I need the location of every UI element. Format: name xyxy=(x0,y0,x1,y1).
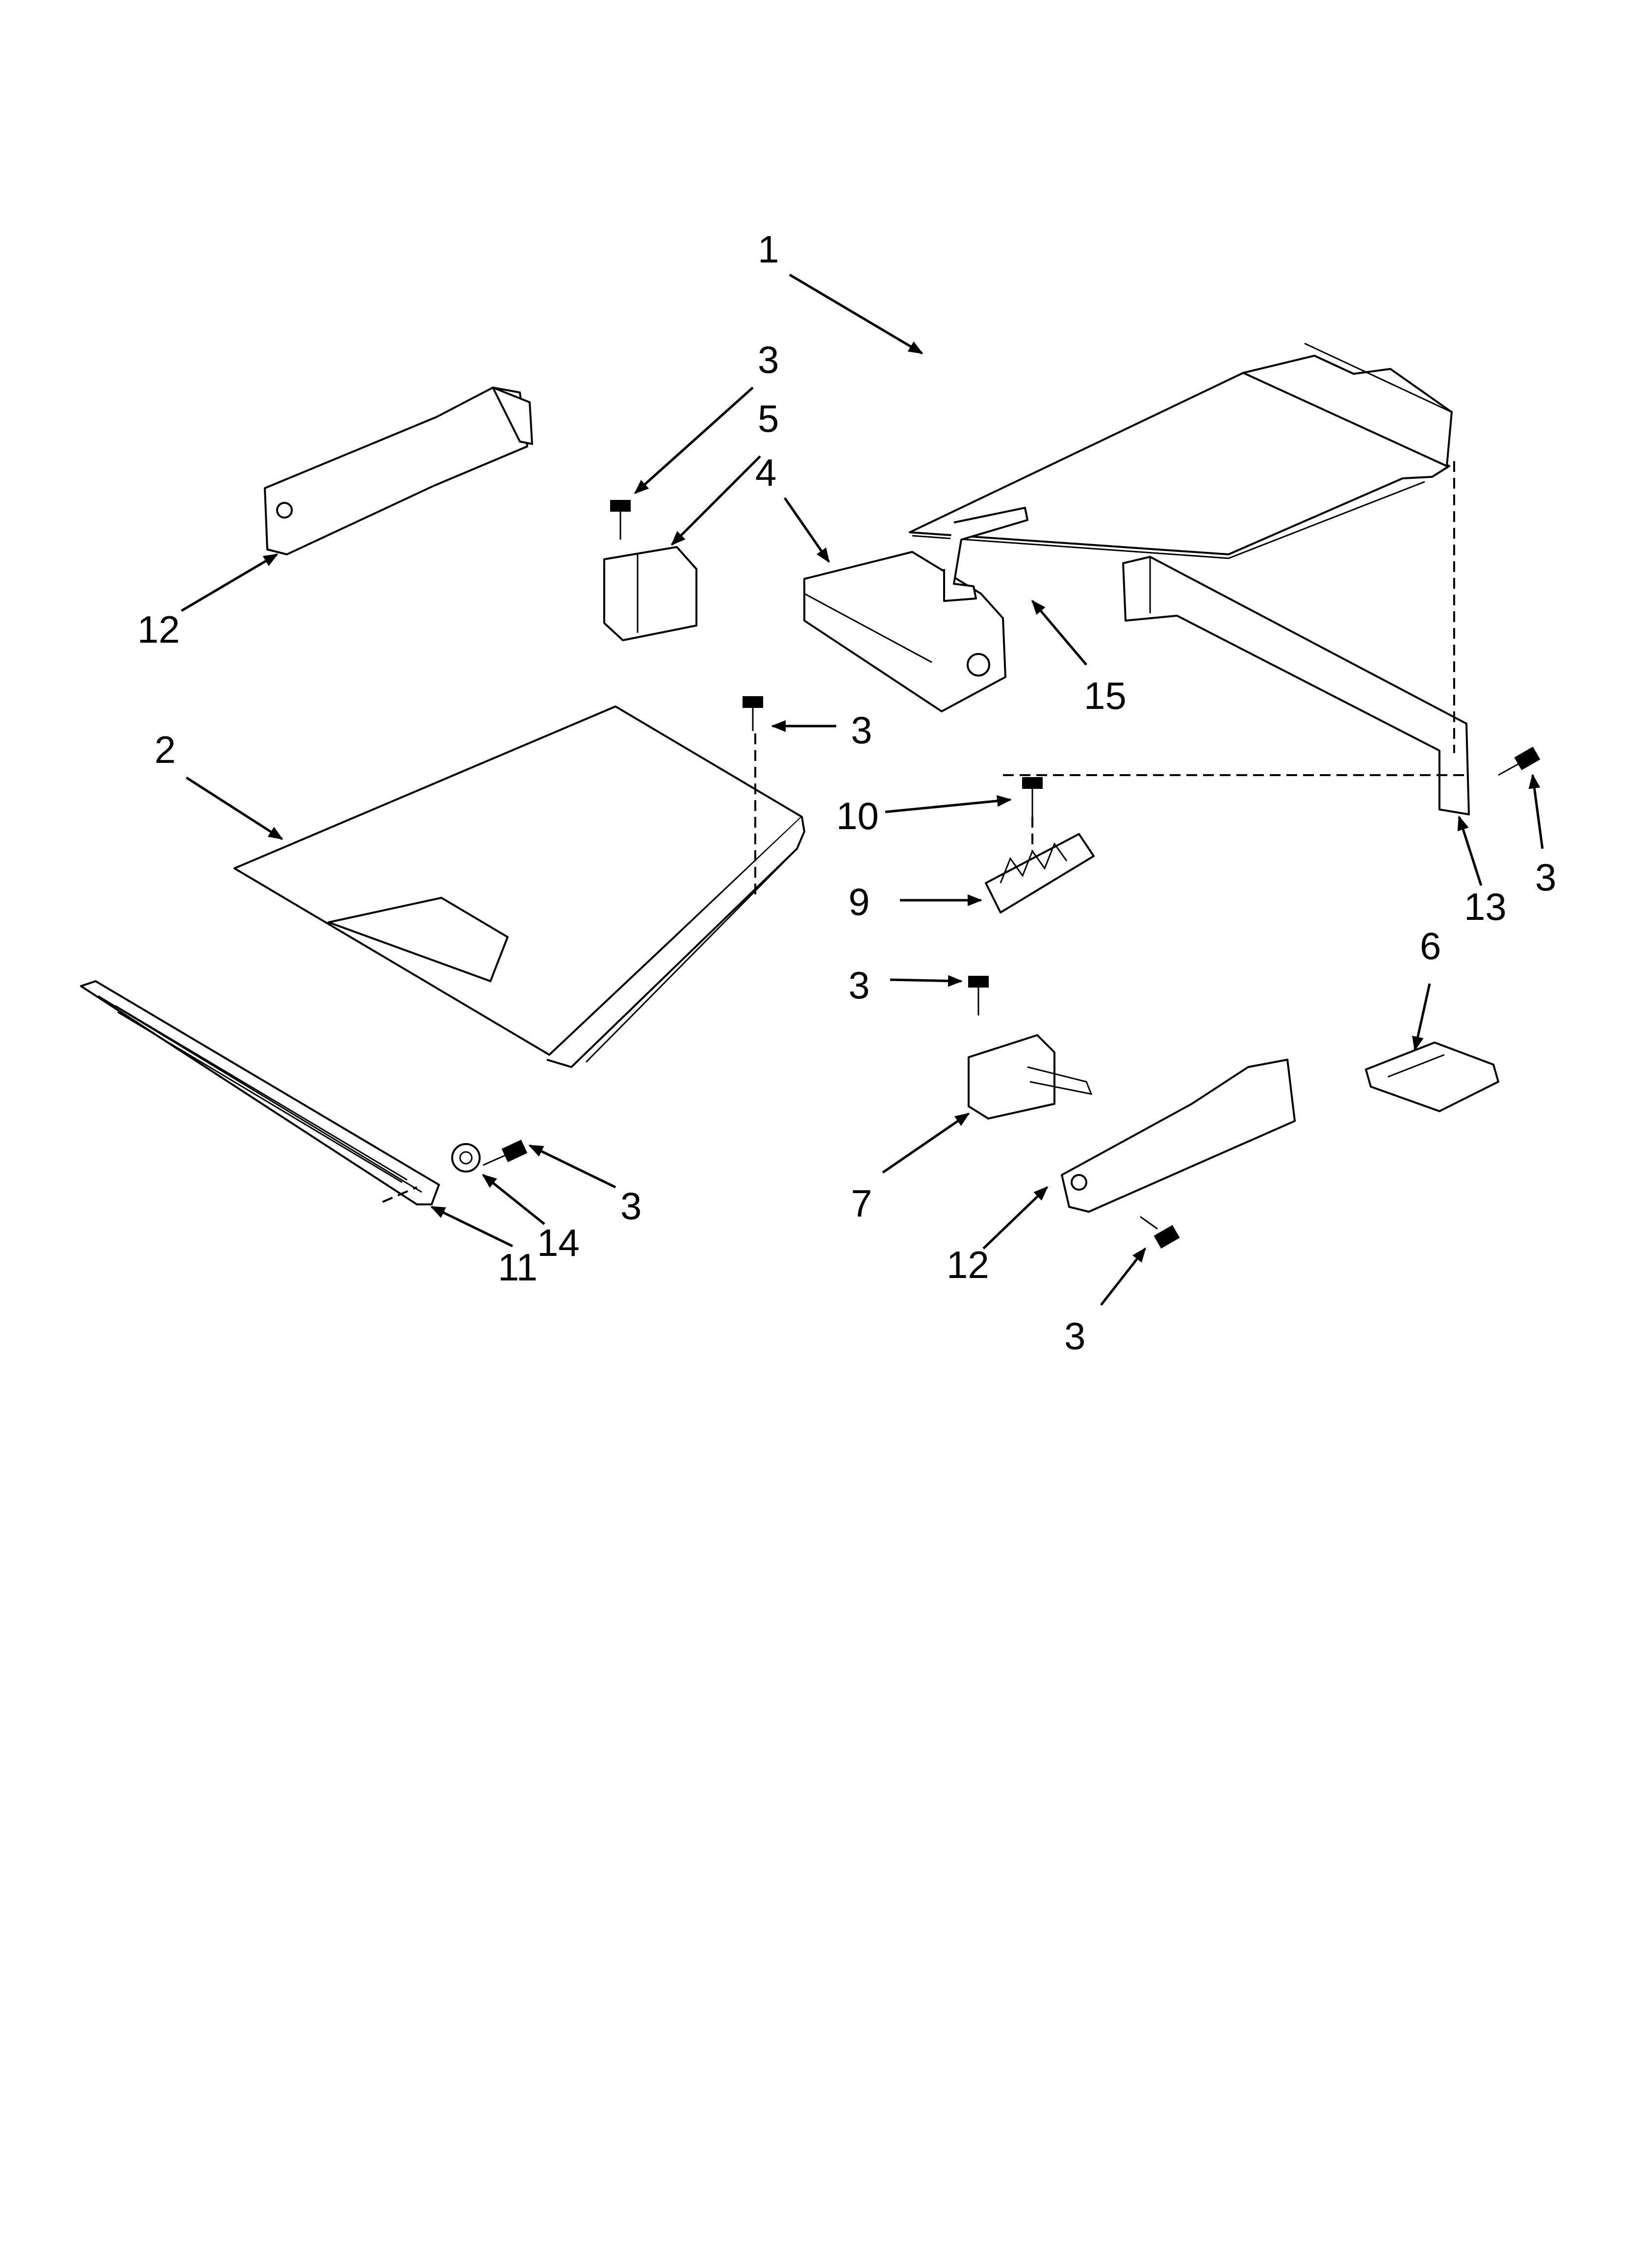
callout-3-b: 3 xyxy=(851,708,872,752)
nut-icon xyxy=(451,1143,481,1173)
callout-12-a: 12 xyxy=(137,608,180,651)
part-2-bottom-panel xyxy=(233,705,805,1068)
screw-icon-f xyxy=(483,1140,528,1166)
leader-lines xyxy=(180,273,1544,1306)
screws-and-fasteners xyxy=(451,500,1540,1249)
screw-icon-b xyxy=(743,696,763,731)
part-11-vent-strip xyxy=(80,980,440,1205)
callout-labels: 1 2 3 5 4 15 12 3 10 9 3 7 12 3 6 13 3 3… xyxy=(137,228,1556,1357)
part-13-side-rail xyxy=(1122,556,1470,815)
part-12-lower-bracket xyxy=(1061,1059,1296,1213)
screw-icon-c xyxy=(1022,777,1043,817)
callout-15: 15 xyxy=(1084,674,1127,717)
callout-3-f: 3 xyxy=(620,1184,641,1227)
screw-icon-d xyxy=(968,976,989,1016)
callout-5: 5 xyxy=(758,397,779,440)
callout-3-a: 3 xyxy=(758,338,779,381)
callout-14: 14 xyxy=(537,1221,580,1264)
screw-icon-a xyxy=(610,500,631,540)
callout-10: 10 xyxy=(836,794,879,837)
part-4-control-module xyxy=(803,551,1006,712)
callout-9: 9 xyxy=(848,880,870,923)
part-12-upper-bracket xyxy=(264,387,533,555)
part-15-ribbon-cable xyxy=(943,507,1028,602)
screw-icon-g xyxy=(1140,1216,1180,1249)
part-6-bracket xyxy=(1365,1042,1499,1112)
alignment-lines xyxy=(382,461,1466,1203)
part-5-transformer xyxy=(603,546,697,641)
part-1-top-panel xyxy=(909,342,1453,559)
callout-4: 4 xyxy=(755,451,776,494)
callout-3-d: 3 xyxy=(1064,1314,1085,1357)
callout-3-c: 3 xyxy=(848,964,870,1007)
screw-icon-e xyxy=(1498,747,1540,776)
part-7-transformer xyxy=(968,1034,1093,1120)
callout-3-e: 3 xyxy=(1535,856,1556,899)
callout-7: 7 xyxy=(851,1182,872,1225)
callout-13: 13 xyxy=(1464,885,1507,928)
callout-2: 2 xyxy=(154,728,176,771)
callout-6: 6 xyxy=(1420,924,1441,967)
callout-12-b: 12 xyxy=(947,1243,989,1286)
callout-1: 1 xyxy=(758,228,779,271)
callout-11: 11 xyxy=(498,1246,538,1289)
part-9-terminal-block xyxy=(985,833,1095,913)
